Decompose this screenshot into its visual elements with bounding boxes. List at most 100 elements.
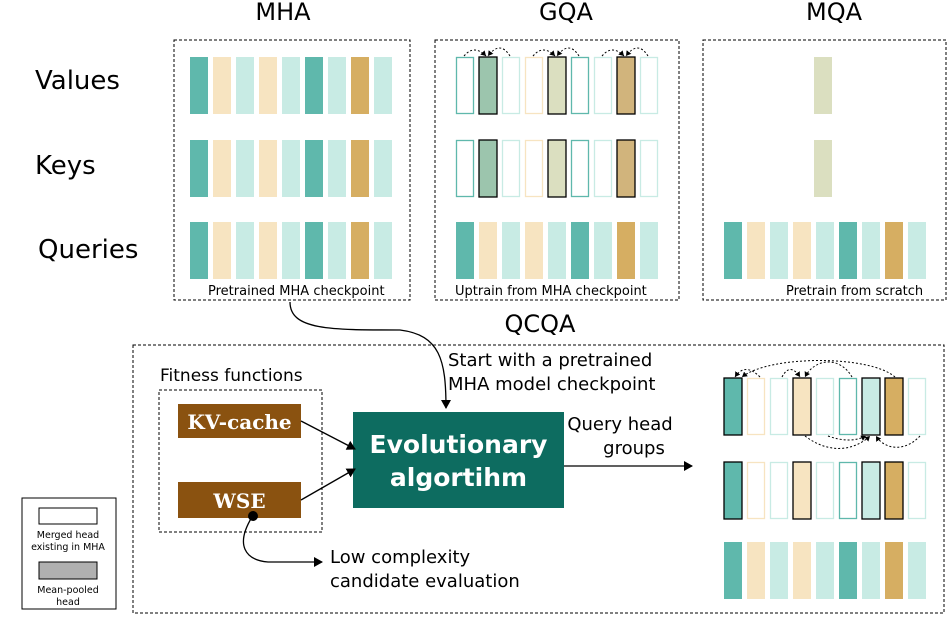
qcqa-merged-head — [861, 461, 881, 520]
arrow-wse-to-evaluation — [242, 516, 323, 567]
mha-head-bar — [259, 140, 277, 197]
gqa-query-bar — [548, 222, 566, 279]
gqa-query-bar — [479, 222, 497, 279]
gqa-merged-head — [547, 139, 567, 198]
gqa-merged-head — [547, 56, 567, 115]
wse-connector-dot — [248, 511, 258, 521]
gqa-query-bar — [617, 222, 635, 279]
mqa-title: MQA — [806, 0, 863, 26]
mha-head-bar — [305, 222, 323, 279]
fitness-box — [158, 389, 323, 533]
mha-head-bar — [213, 222, 231, 279]
mqa-query-bar — [770, 222, 788, 279]
qcqa-head-outline — [746, 461, 766, 520]
gqa-caption: Uptrain from MHA checkpoint — [455, 284, 647, 299]
mha-head-bar — [282, 57, 300, 114]
qcqa-merged-head — [723, 461, 743, 520]
qcqa-query-bar — [862, 542, 880, 599]
query-groups-line2: groups — [603, 438, 665, 459]
qcqa-query-bar — [747, 542, 765, 599]
low-complexity-line2: candidate evaluation — [330, 571, 520, 592]
mha-head-bar — [236, 140, 254, 197]
mha-head-bar — [374, 57, 392, 114]
gqa-head-outline — [593, 139, 613, 198]
qcqa-query-bar — [908, 542, 926, 599]
mqa-query-bar — [839, 222, 857, 279]
qcqa-head-outline — [769, 377, 789, 436]
qcqa-head-outline — [746, 377, 766, 436]
legend-merged-line1: Merged head — [37, 530, 99, 541]
wse-box — [178, 482, 301, 518]
kv-cache-box — [178, 404, 301, 438]
mqa-heads — [724, 57, 926, 279]
mqa-query-bar — [862, 222, 880, 279]
gqa-head-outline — [639, 56, 659, 115]
mha-head-bar — [236, 222, 254, 279]
fitness-title: Fitness functions — [160, 366, 303, 386]
gqa-merged-head — [616, 56, 636, 115]
gqa-title: GQA — [539, 0, 593, 26]
gqa-head-outline — [501, 56, 521, 115]
row-label-keys: Keys — [35, 151, 96, 181]
mha-head-bar — [305, 140, 323, 197]
qcqa-query-bar — [839, 542, 857, 599]
mha-head-bar — [374, 222, 392, 279]
mqa-query-bar — [908, 222, 926, 279]
qcqa-merged-head — [792, 377, 812, 436]
qcqa-title: QCQA — [505, 310, 577, 338]
qcqa-query-bar — [770, 542, 788, 599]
mha-head-bar — [328, 222, 346, 279]
gqa-query-bar — [571, 222, 589, 279]
qcqa-merged-head — [884, 461, 904, 520]
mqa-pooled-value-head — [814, 57, 832, 114]
mqa-query-bar — [724, 222, 742, 279]
gqa-head-outline — [455, 139, 475, 198]
mha-caption: Pretrained MHA checkpoint — [208, 284, 385, 299]
mqa-query-bar — [747, 222, 765, 279]
gqa-head-outline — [593, 56, 613, 115]
qcqa-merge-arcs — [734, 360, 921, 449]
query-groups-line1: Query head — [567, 414, 672, 435]
mha-title: MHA — [255, 0, 311, 26]
legend-merged-line2: existing in MHA — [31, 542, 105, 553]
mqa-caption: Pretrain from scratch — [786, 284, 923, 299]
start-annotation-line1: Start with a pretrained — [448, 350, 652, 371]
qcqa-panel — [132, 344, 945, 614]
gqa-merged-head — [478, 139, 498, 198]
gqa-panel — [434, 39, 680, 301]
qcqa-head-outline — [838, 461, 858, 520]
legend-merged-swatch — [38, 507, 98, 525]
gqa-merge-arcs — [463, 47, 649, 57]
qcqa-head-outline — [907, 461, 927, 520]
mha-head-bar — [374, 140, 392, 197]
qcqa-head-outline — [838, 377, 858, 436]
gqa-head-outline — [524, 139, 544, 198]
qcqa-query-bar — [816, 542, 834, 599]
mqa-query-bar — [885, 222, 903, 279]
legend-box — [21, 497, 117, 610]
low-complexity-line1: Low complexity — [330, 547, 471, 568]
arrow-kv-to-evolutionary — [300, 420, 356, 450]
arrow-wse-to-evolutionary — [300, 468, 356, 501]
gqa-merged-head — [616, 139, 636, 198]
gqa-head-outline — [639, 139, 659, 198]
mqa-query-bar — [816, 222, 834, 279]
kv-cache-label: KV-cache — [187, 410, 291, 434]
mha-head-bar — [213, 140, 231, 197]
qcqa-heads — [723, 377, 927, 599]
legend-pooled-swatch — [38, 561, 98, 580]
qcqa-merged-head — [792, 461, 812, 520]
mqa-panel — [702, 39, 947, 301]
row-label-values: Values — [35, 66, 120, 96]
mha-head-bar — [259, 222, 277, 279]
gqa-query-bar — [640, 222, 658, 279]
qcqa-merged-head — [884, 377, 904, 436]
start-annotation-line2: MHA model checkpoint — [448, 374, 655, 395]
mha-head-bar — [213, 57, 231, 114]
gqa-head-outline — [455, 56, 475, 115]
qcqa-query-bar — [793, 542, 811, 599]
mha-head-bar — [305, 57, 323, 114]
mha-head-bar — [328, 140, 346, 197]
qcqa-head-outline — [907, 377, 927, 436]
